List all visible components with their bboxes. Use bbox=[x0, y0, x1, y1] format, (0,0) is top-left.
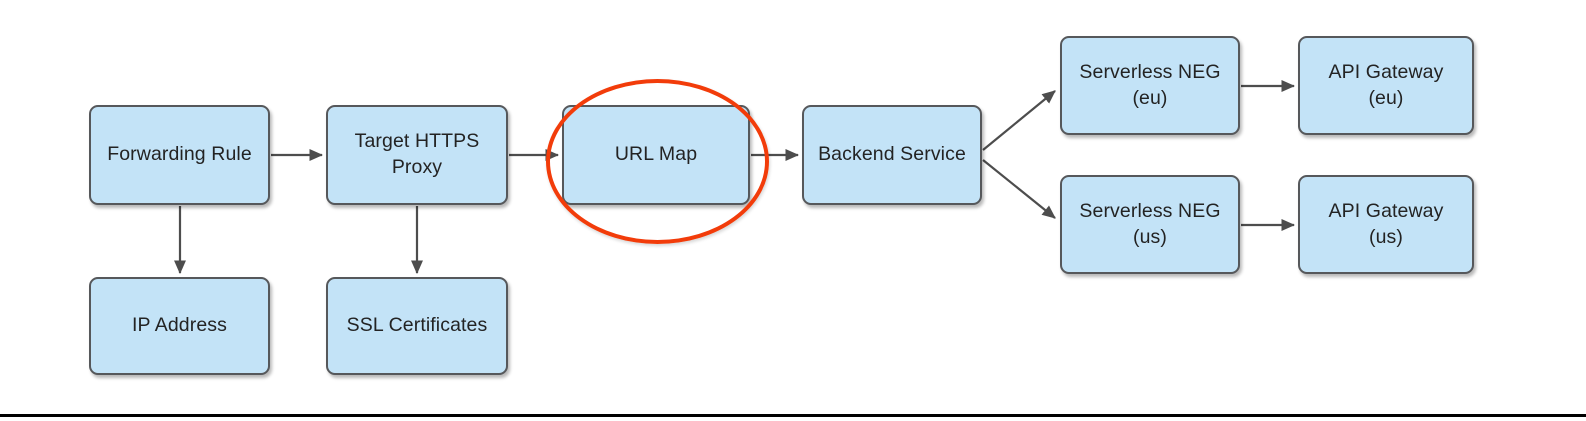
node-url-map[interactable]: URL Map bbox=[562, 105, 750, 205]
node-backend-service[interactable]: Backend Service bbox=[802, 105, 982, 205]
node-label: IP Address bbox=[132, 314, 227, 337]
node-label: URL Map bbox=[614, 143, 698, 166]
node-label: API Gateway (eu) bbox=[1328, 60, 1444, 109]
node-ip-address[interactable]: IP Address bbox=[89, 277, 270, 375]
node-ssl-certificates[interactable]: SSL Certificates bbox=[326, 277, 508, 375]
node-label: Backend Service bbox=[818, 143, 966, 166]
node-label: SSL Certificates bbox=[346, 314, 488, 337]
footer-divider bbox=[0, 414, 1586, 417]
node-target-https-proxy[interactable]: Target HTTPS Proxy bbox=[326, 105, 508, 205]
node-serverless-neg-us[interactable]: Serverless NEG (us) bbox=[1060, 175, 1240, 274]
node-api-gateway-us[interactable]: API Gateway (us) bbox=[1298, 175, 1474, 274]
node-forwarding-rule[interactable]: Forwarding Rule bbox=[89, 105, 270, 205]
edge-backend-service-to-serverless-neg-eu bbox=[982, 90, 1056, 151]
node-label: API Gateway (us) bbox=[1328, 199, 1444, 248]
node-serverless-neg-eu[interactable]: Serverless NEG (eu) bbox=[1060, 36, 1240, 135]
edge-backend-service-to-serverless-neg-us bbox=[982, 159, 1056, 219]
node-api-gateway-eu[interactable]: API Gateway (eu) bbox=[1298, 36, 1474, 135]
node-label: Serverless NEG (us) bbox=[1079, 199, 1221, 248]
node-label: Target HTTPS Proxy bbox=[354, 130, 480, 178]
node-label: Serverless NEG (eu) bbox=[1079, 60, 1221, 109]
node-label: Forwarding Rule bbox=[107, 143, 252, 166]
